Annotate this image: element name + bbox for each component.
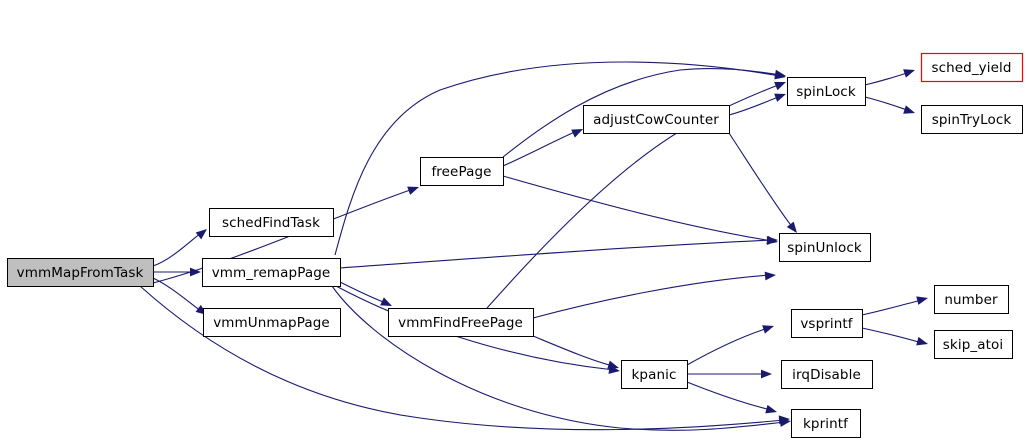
edge-kpanic-to-vsprintf — [686, 325, 774, 366]
arrowhead-icon — [195, 229, 207, 240]
edge-spinLock-to-sched_yield — [864, 69, 915, 86]
node-label: vmmUnmapPage — [213, 315, 330, 331]
node-box[interactable] — [202, 258, 341, 287]
node-box[interactable] — [420, 157, 504, 186]
edge-vmmFindFreePage-to-spinLock — [486, 82, 786, 309]
edge-vmm_remapPage-to-spinLock — [334, 61, 786, 256]
edge-vmmMapFromTask-to-vmm_remapPage — [153, 267, 201, 277]
edge-spinLock-to-spinTryLock — [864, 96, 915, 114]
node-vsprintf[interactable]: vsprintf — [791, 309, 863, 338]
node-label: spinLock — [796, 84, 856, 100]
node-label: kpanic — [632, 367, 677, 383]
node-box[interactable] — [781, 360, 873, 389]
node-label: vsprintf — [800, 316, 853, 332]
arrowhead-icon — [380, 297, 392, 306]
arrowhead-icon — [774, 69, 786, 79]
edge-vsprintf-to-skip_atoi — [861, 327, 928, 346]
node-irqDisable[interactable]: irqDisable — [781, 360, 873, 389]
arrowhead-icon — [903, 105, 915, 114]
edge-vmm_remapPage-to-kprintf — [331, 285, 791, 431]
edge-adjustCowCounter-to-spinLock — [728, 93, 786, 116]
edge-vsprintf-to-number — [861, 296, 928, 316]
node-kprintf[interactable]: kprintf — [791, 409, 861, 438]
node-label: freePage — [431, 164, 491, 180]
node-kpanic[interactable]: kpanic — [621, 360, 688, 389]
node-box[interactable] — [621, 360, 688, 389]
node-label: vmm_remapPage — [212, 265, 331, 281]
node-label: irqDisable — [792, 367, 861, 383]
edge-vmm_remapPage-to-spinUnlock — [339, 236, 778, 269]
edge-vmmMapFromTask-to-kprintf — [139, 285, 790, 431]
node-skip_atoi[interactable]: skip_atoi — [934, 330, 1013, 359]
node-box[interactable] — [583, 105, 730, 134]
arrowhead-icon — [774, 82, 786, 91]
node-box[interactable] — [7, 258, 154, 287]
node-vmmMapFromTask[interactable]: vmmMapFromTask — [7, 258, 154, 287]
node-spinTryLock[interactable]: spinTryLock — [921, 105, 1023, 134]
node-number[interactable]: number — [934, 285, 1009, 314]
node-box[interactable] — [388, 308, 534, 337]
node-adjustCowCounter[interactable]: adjustCowCounter — [583, 105, 730, 134]
edge-adjustCowCounter-to-spinUnlock — [728, 132, 797, 233]
arrowhead-icon — [607, 360, 619, 369]
arrowhead-icon — [761, 369, 772, 379]
node-box[interactable] — [920, 52, 1024, 83]
arrowhead-icon — [762, 325, 774, 334]
node-label: skip_atoi — [943, 337, 1003, 353]
node-label: kprintf — [803, 416, 849, 432]
edge-vmmFindFreePage-to-vsprintf — [532, 271, 776, 319]
edge-vmmMapFromTask-to-schedFindTask — [152, 229, 207, 267]
edge-vmmFindFreePage-to-kpanic — [532, 335, 619, 369]
arrowhead-icon — [779, 418, 791, 427]
node-vmmFindFreePage[interactable]: vmmFindFreePage — [388, 308, 534, 337]
arrowhead-icon — [190, 267, 201, 277]
arrowhead-icon — [903, 69, 915, 78]
node-box[interactable] — [934, 285, 1009, 314]
edge-vmm_remapPage-to-vmmFindFreePage — [339, 281, 392, 306]
edge-freePage-to-adjustCowCounter — [502, 129, 583, 167]
arrowhead-icon — [916, 336, 928, 346]
arrowhead-icon — [786, 221, 797, 233]
edge-vmmMapFromTask-to-freePage — [152, 186, 419, 284]
edge-kpanic-to-irqDisable — [687, 369, 772, 379]
node-box[interactable] — [203, 308, 341, 337]
node-box[interactable] — [791, 409, 861, 438]
arrowhead-icon — [916, 296, 928, 305]
arrowhead-icon — [571, 129, 583, 138]
edge-vmmMapFromTask-to-vmmUnmapPage — [152, 277, 207, 315]
node-box[interactable] — [779, 233, 871, 262]
node-spinUnlock[interactable]: spinUnlock — [779, 233, 871, 262]
node-label: schedFindTask — [222, 215, 320, 231]
arrowhead-icon — [765, 404, 777, 414]
edge-freePage-to-spinLock — [502, 67, 786, 158]
edge-kpanic-to-kprintf — [686, 381, 777, 414]
node-vmm_remapPage[interactable]: vmm_remapPage — [202, 258, 341, 287]
nodes-layer: vmmMapFromTask schedFindTask vmm_remapPage… — [7, 52, 1024, 438]
node-box[interactable] — [787, 77, 866, 106]
edges-layer — [139, 61, 928, 431]
node-box[interactable] — [791, 309, 863, 338]
node-label: spinTryLock — [932, 112, 1012, 128]
arrowhead-icon — [407, 186, 419, 195]
node-freePage[interactable]: freePage — [420, 157, 504, 186]
arrowhead-icon — [766, 235, 778, 245]
node-label: vmmFindFreePage — [398, 315, 523, 331]
node-box[interactable] — [934, 330, 1013, 359]
arrowhead-icon — [774, 93, 786, 102]
node-spinLock[interactable]: spinLock — [787, 77, 866, 106]
arrowhead-icon — [764, 271, 776, 281]
node-box[interactable] — [921, 105, 1023, 134]
node-sched_yield[interactable]: sched_yield — [920, 52, 1024, 83]
node-label: adjustCowCounter — [593, 112, 719, 128]
node-schedFindTask[interactable]: schedFindTask — [209, 208, 334, 237]
node-label: vmmMapFromTask — [17, 265, 144, 281]
node-vmmUnmapPage[interactable]: vmmUnmapPage — [203, 308, 341, 337]
node-label: spinUnlock — [787, 240, 862, 256]
node-label: number — [944, 292, 998, 308]
node-box[interactable] — [209, 208, 334, 237]
node-label: sched_yield — [931, 60, 1011, 76]
edge-freePage-to-spinUnlock — [502, 175, 778, 245]
